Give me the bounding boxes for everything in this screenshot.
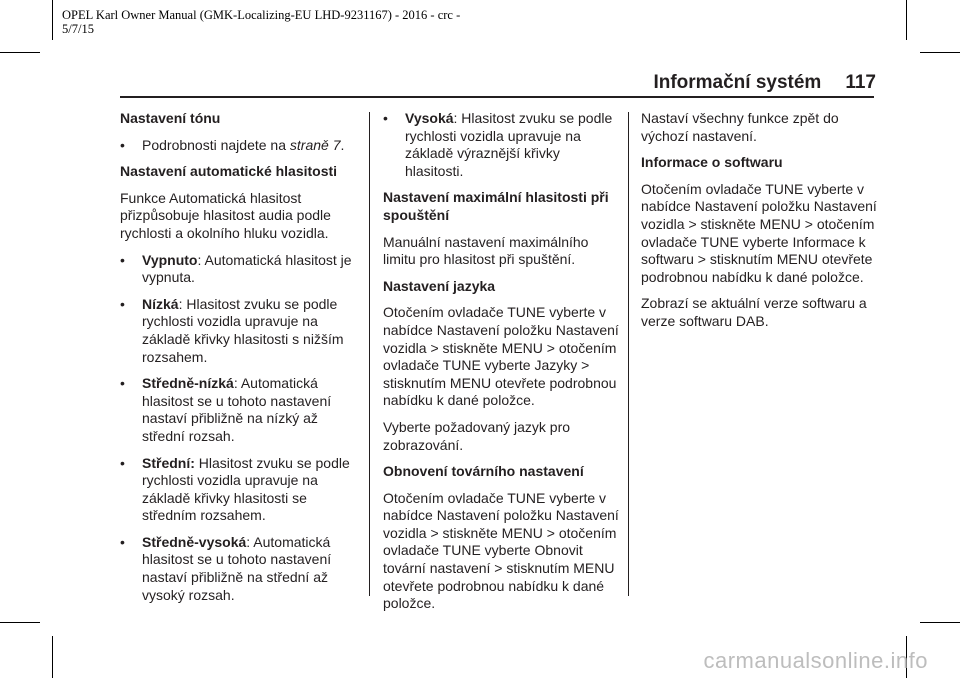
bullet-marker: • [120,251,125,268]
bullet-marker: • [383,110,388,126]
details-text: Podrobnosti najdete na [142,136,290,153]
paragraph-factory-reset-cont: Nastaví všechny funkce zpět do výchozí n… [641,110,839,144]
bullet-details: • Podrobnosti najdete na straně 7. [120,137,356,155]
bullet-high: • Vysoká: Hlasitost zvuku se podle rychl… [383,110,613,179]
crop-mark [52,636,53,678]
bullet-medium: • Střední: Hlasitost zvuku se podle rych… [120,455,356,525]
bullet-marker: • [120,136,125,153]
heading-auto-volume: Nastavení automatické hlasitosti [120,163,338,180]
bullet-text: Hlasitost zvuku se podle rychlosti vozid… [405,110,613,179]
column-divider [369,112,370,596]
paragraph-auto-volume: Funkce Automatická hlasitost přizpůsobuj… [120,189,331,241]
bullet-text: Automatická hlasitost se u tohoto nastav… [142,533,332,603]
column-divider [628,112,629,596]
bullet-off: • Vypnuto: Automatická hlasitost je vypn… [120,251,352,286]
heading-max-startup-volume: Nastavení maximální hlasitosti při spouš… [383,189,609,223]
bullet-marker: • [120,295,125,312]
bullet-term: Nízká [142,295,179,312]
crop-mark [52,0,53,40]
bullet-term: Střední: [142,454,195,471]
paragraph-software-1: Otočením ovladače TUNE vyberte v nabídce… [641,180,877,285]
print-metadata: OPEL Karl Owner Manual (GMK-Localizing-E… [62,8,460,36]
bullet-text: Hlasitost zvuku se podle rychlosti vozid… [142,295,344,365]
paragraph-max-startup-volume: Manuální nastavení maximálního limitu pr… [383,233,589,268]
print-metadata-line1: OPEL Karl Owner Manual (GMK-Localizing-E… [62,8,461,22]
bullet-text: Automatická hlasitost se u tohoto nastav… [142,375,332,444]
crop-mark [0,52,40,53]
paragraph-language-2: Vyberte požadovaný jazyk pro zobrazování… [383,418,571,453]
bullet-marker: • [120,533,125,550]
details-suffix: . [340,136,345,153]
column-2: • Vysoká: Hlasitost zvuku se podle rychl… [383,110,619,622]
bullet-medium-high: • Středně-vysoká: Automatická hlasitost … [120,533,332,603]
heading-language: Nastavení jazyka [383,277,496,294]
bullet-term: Středně-vysoká [142,533,247,550]
crop-mark [906,0,907,40]
page-number: 117 [845,72,876,93]
heading-tone: Nastavení tónu [120,110,221,126]
bullet-text: Hlasitost zvuku se podle rychlosti vozid… [142,454,350,524]
header-rule [120,96,874,98]
bullet-term: Vysoká [405,110,454,126]
bullet-marker: • [120,454,125,471]
watermark: carmanualsonline.info [703,648,928,673]
page-reference-link[interactable]: straně 7 [289,136,341,153]
bullet-medium-low: • Středně-nízká: Automatická hlasitost s… [120,375,332,444]
print-metadata-line2: 5/7/15 [62,22,94,36]
crop-mark [920,622,960,623]
crop-mark [0,622,40,623]
crop-mark [920,52,960,53]
bullet-marker: • [120,375,125,392]
crop-mark [906,636,907,678]
bullet-text: Automatická hlasitost je vypnuta. [142,251,352,286]
heading-software-info: Informace o softwaru [641,154,783,171]
paragraph-factory-reset: Otočením ovladače TUNE vyberte v nabídce… [383,489,619,612]
bullet-low: • Nízká: Hlasitost zvuku se podle rychlo… [120,295,344,365]
heading-factory-reset: Obnovení továrního nastavení [383,463,584,480]
bullet-term: Středně-nízká [142,375,234,392]
section-title: Informační systém [653,72,822,93]
running-header: Informační systém 117 [653,72,876,94]
column-3: Nastaví všechny funkce zpět do výchozí n… [641,110,877,340]
paragraph-language-1: Otočením ovladače TUNE vyberte v nabídce… [383,304,619,409]
bullet-term: Vypnuto [142,251,198,268]
column-1: Nastavení tónu • Podrobnosti najdete na … [120,110,356,613]
paragraph-software-2: Zobrazí se aktuální verze softwaru a ver… [641,295,867,329]
